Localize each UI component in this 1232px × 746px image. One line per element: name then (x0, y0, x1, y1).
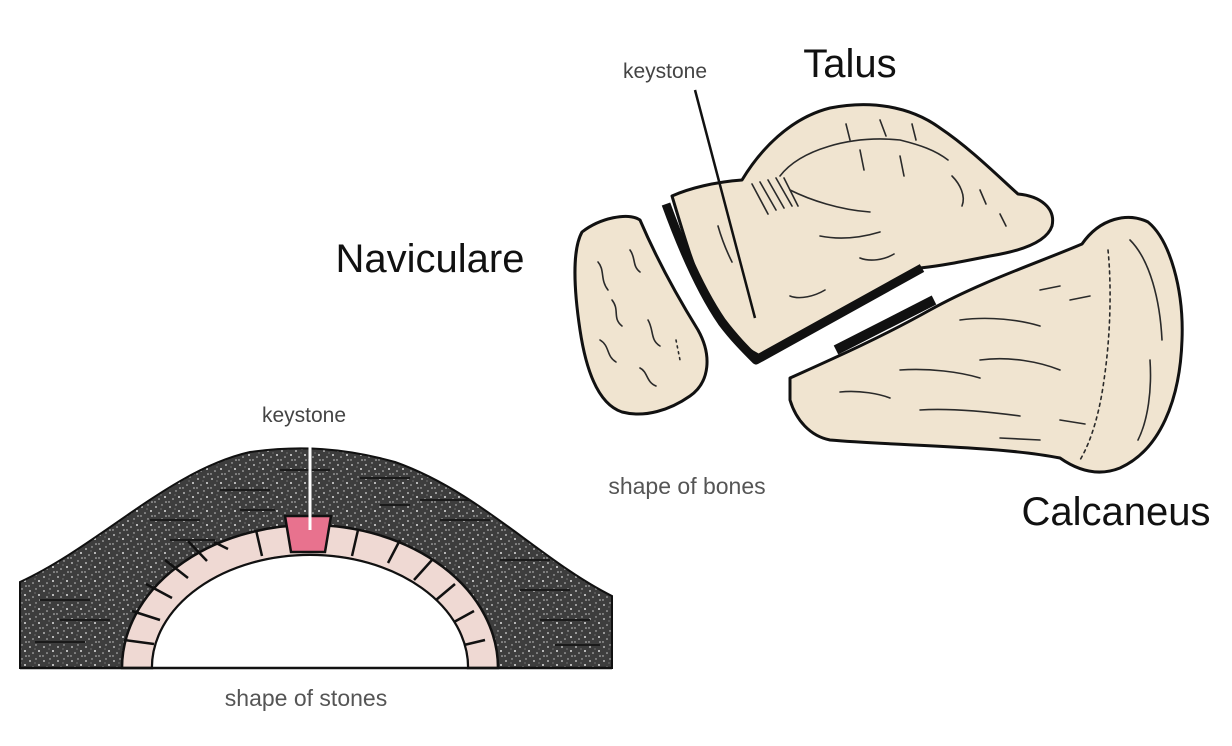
naviculare-texture (597, 249, 681, 387)
talus-joint-edge (661, 202, 925, 365)
calcaneus-texture (839, 239, 1163, 461)
label-calcaneus: Calcaneus (1021, 490, 1210, 534)
label-naviculare: Naviculare (336, 237, 525, 281)
talus-texture (717, 119, 1007, 299)
label-keystone-stones: keystone (262, 404, 346, 427)
stone-arch (19, 432, 613, 670)
bone-keystone-pointer (693, 89, 757, 319)
calcaneus-facet (833, 295, 937, 355)
label-keystone-bones: keystone (623, 60, 707, 83)
voussoir-joints (123, 529, 486, 647)
label-talus: Talus (803, 42, 896, 86)
calcaneus-bone (788, 215, 1184, 474)
caption-shape-of-bones: shape of bones (608, 473, 765, 499)
stone-keystone (283, 514, 333, 554)
masonry-joints (35, 469, 600, 646)
foot-bones (573, 89, 1184, 474)
naviculare-bone (573, 214, 709, 416)
caption-shape-of-stones: shape of stones (225, 685, 387, 711)
